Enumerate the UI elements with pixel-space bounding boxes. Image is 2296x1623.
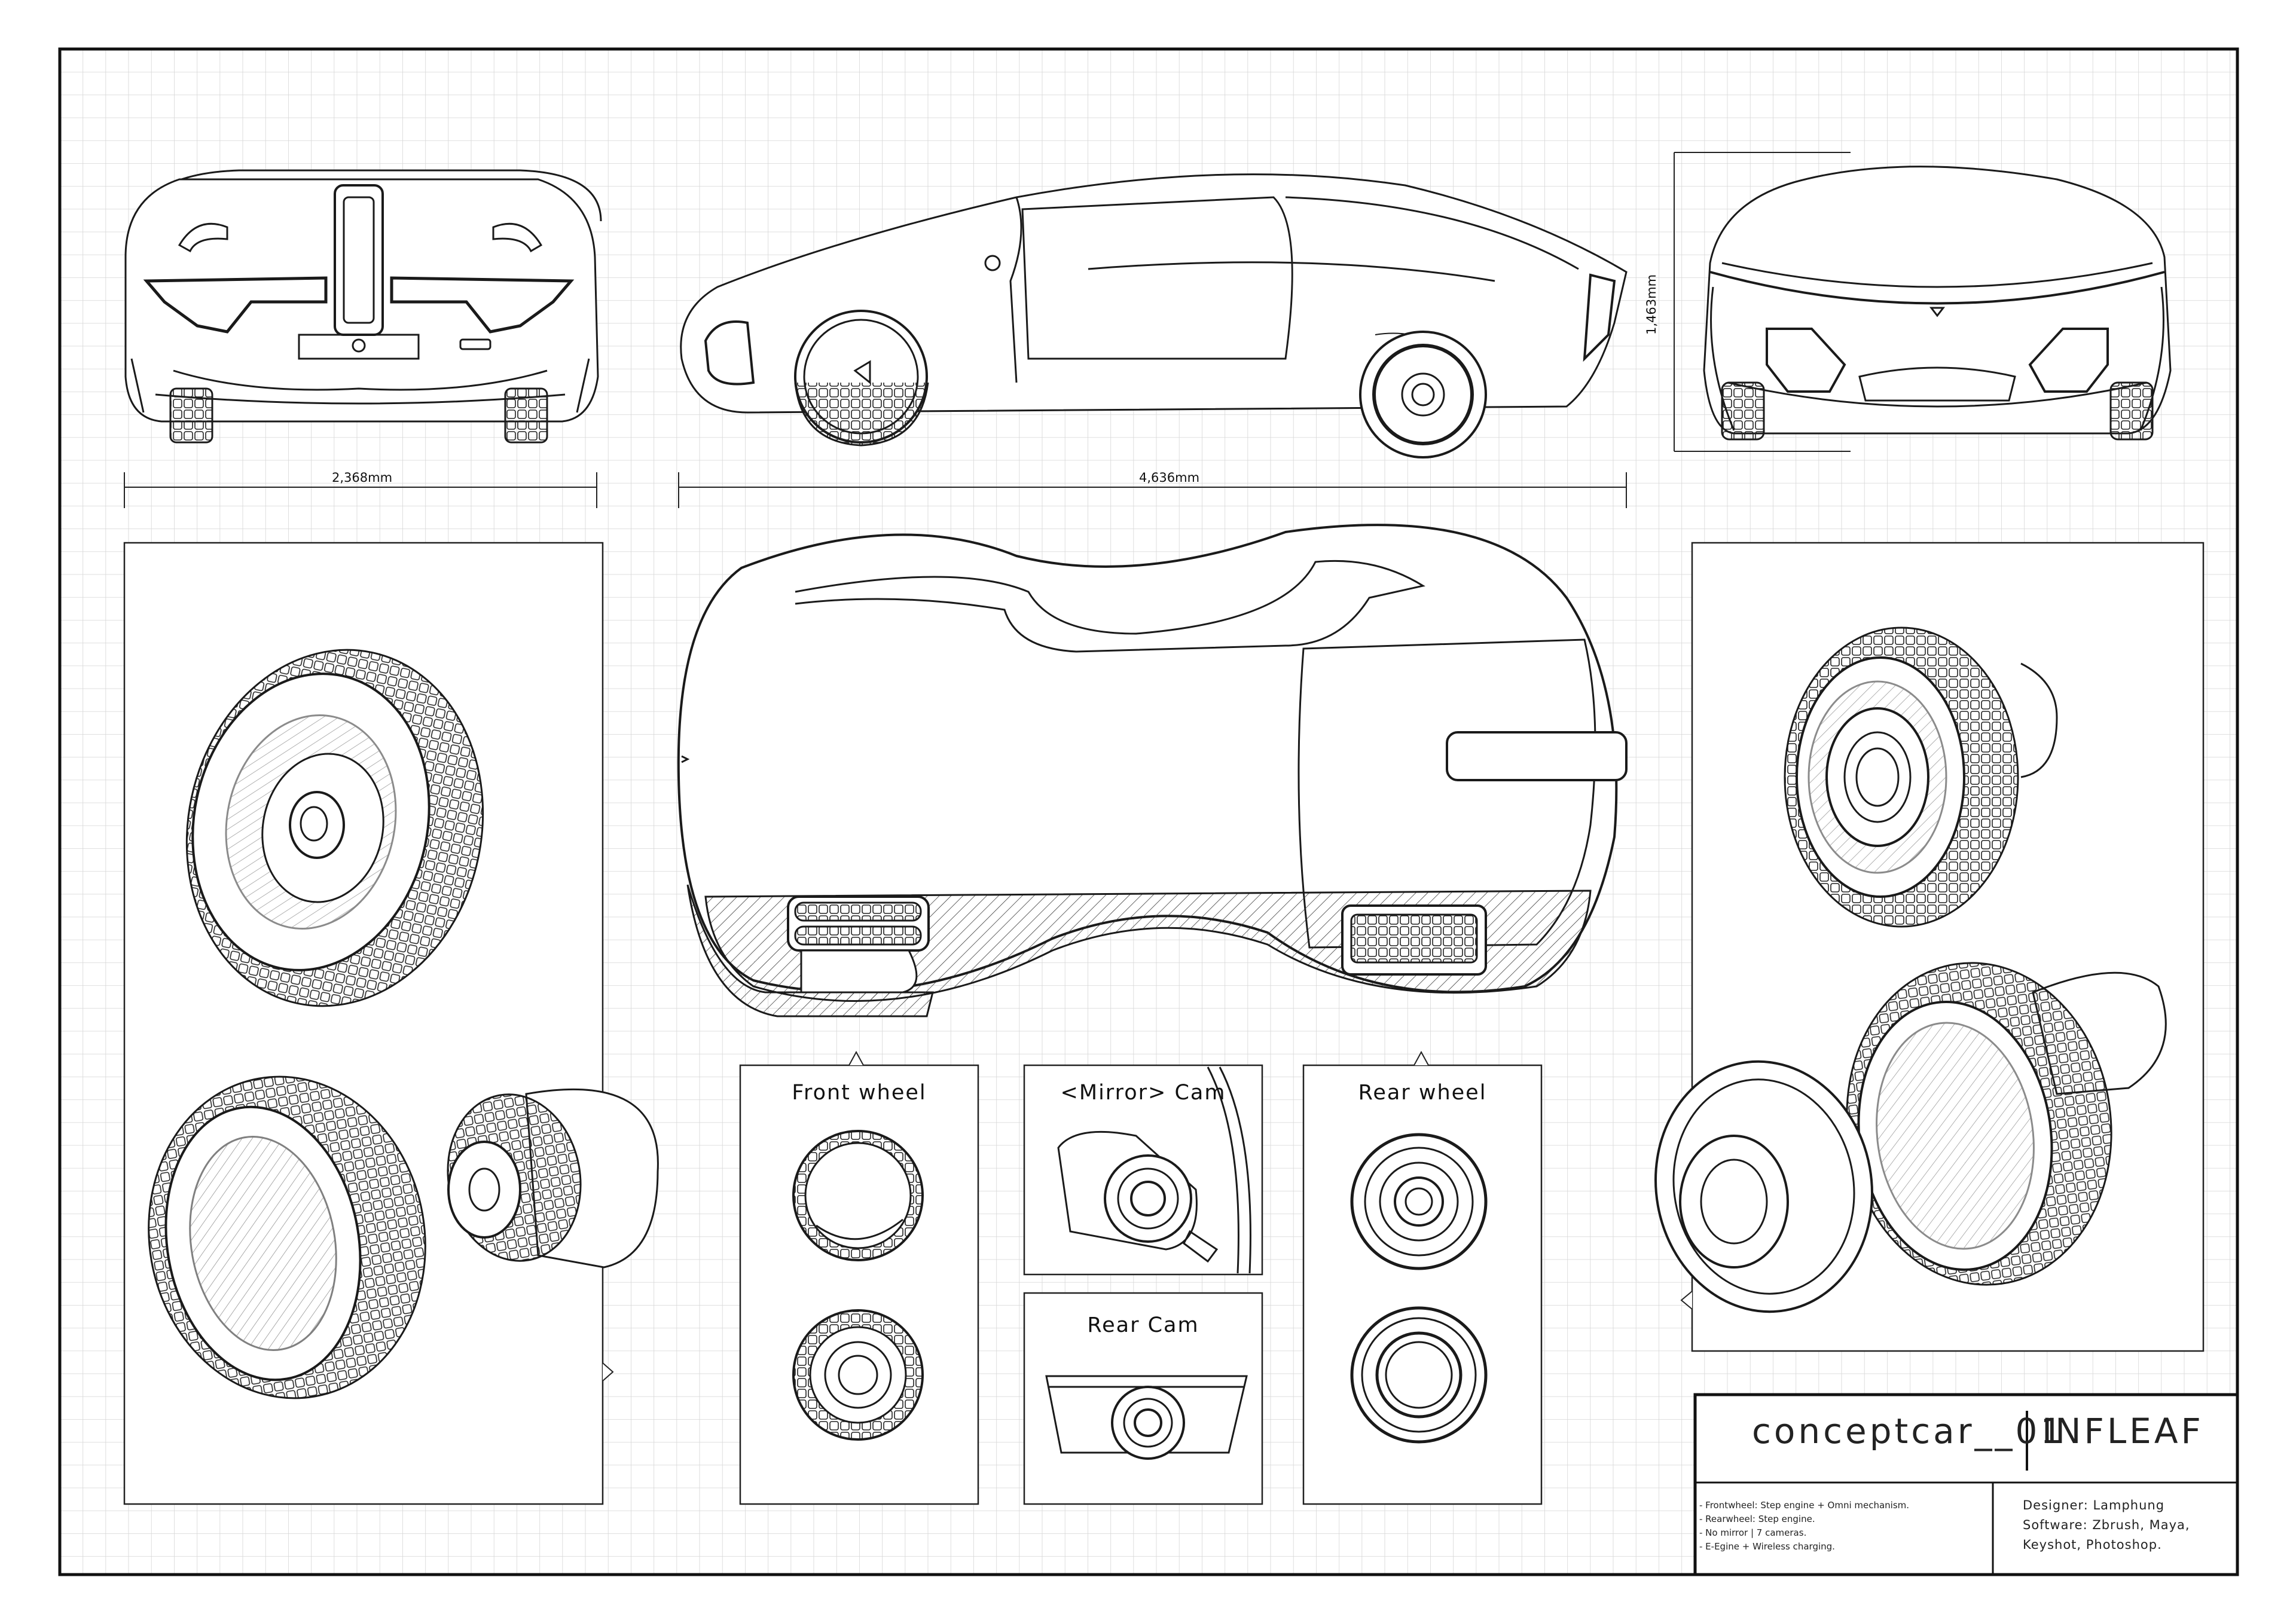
rear-wheel-iso-exploded [1654,962,2167,1313]
brand-name: INFLEAF [2042,1411,2204,1451]
side-view-drawing [680,173,1628,459]
rear-wheel-panel-icons [1350,1133,1488,1444]
spec-note: - E-Egine + Wireless charging. [1699,1541,1835,1552]
rear-wheel-iso-top [1784,626,2058,928]
mirror-cam-title: <Mirror> Cam [1060,1081,1226,1105]
front-wheel-title: Front wheel [792,1081,927,1105]
front-width-label: 2,368mm [332,470,393,485]
front-wheel-iso-top [185,649,484,1007]
credits: Designer: Lamphung Software: Zbrush, May… [2023,1496,2202,1555]
height-dimension [1674,152,1851,452]
spec-note: - Rearwheel: Step engine. [1699,1514,1815,1524]
software-credit-line-2: Keyshot, Photoshop. [2023,1538,2162,1552]
length-label: 4,636mm [1139,470,1200,485]
designer-credit: Designer: Lamphung [2023,1498,2165,1512]
spec-note: - No mirror | 7 cameras. [1699,1527,1807,1538]
height-label: 1,463mm [1644,274,1659,335]
top-view-drawing [677,524,1628,1017]
mirror-cam-icon [1057,1066,1251,1274]
length-dimension [678,472,1627,508]
front-wheel-iso-exploded [148,1075,659,1399]
spec-note: - Frontwheel: Step engine + Omni mechani… [1699,1500,1910,1511]
rear-cam-icon [1045,1375,1248,1460]
front-view-drawing [124,169,602,444]
rear-cam-title: Rear Cam [1087,1313,1199,1337]
rear-view-drawing [1703,166,2172,441]
project-title: conceptcar__01 [1752,1411,2066,1451]
title-block [1693,1393,2239,1576]
front-wheel-panel-icons [792,1130,924,1441]
software-credit-line-1: Software: Zbrush, Maya, [2023,1518,2190,1532]
spec-notes: - Frontwheel: Step engine + Omni mechani… [1699,1499,1980,1554]
rear-wheel-title: Rear wheel [1358,1081,1487,1105]
front-width-dimension [124,472,597,508]
